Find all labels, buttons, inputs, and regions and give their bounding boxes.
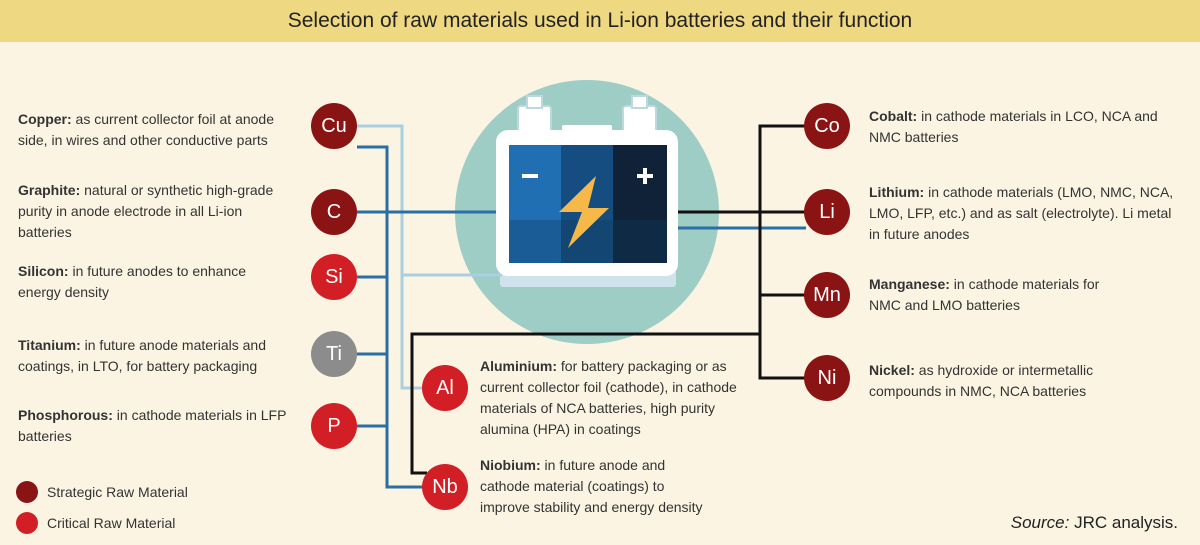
- source-note: Source: JRC analysis.: [1010, 513, 1178, 532]
- lithium-badge: Li: [804, 189, 850, 235]
- phosphorous-description: Phosphorous: in cathode materials in LFP…: [18, 407, 287, 444]
- carbon-badge: C: [311, 189, 357, 235]
- copper-aluminium-connector: [357, 124, 502, 390]
- graphite-description: Graphite: natural or synthetic high-grad…: [18, 182, 274, 240]
- manganese-description: Manganese: in cathode materials for NMC …: [869, 276, 1100, 313]
- aluminium-description: Aluminium: for battery packaging or as c…: [480, 358, 737, 437]
- minus-icon: [522, 174, 538, 178]
- cathode-connector-lines: [410, 124, 806, 475]
- phosphorus-badge: P: [311, 403, 357, 449]
- legend-critical-swatch: [16, 512, 38, 534]
- nickel-description: Nickel: as hydroxide or intermetallic co…: [869, 362, 1094, 399]
- aluminium-badge: Al: [422, 365, 468, 411]
- silicon-description: Silicon: in future anodes to enhance ene…: [18, 263, 247, 300]
- anode-connector-lines: [357, 145, 806, 489]
- legend-strategic-label: Strategic Raw Material: [47, 484, 188, 500]
- lightning-bolt-icon: [559, 176, 609, 248]
- legend-critical-label: Critical Raw Material: [47, 515, 176, 531]
- cobalt-description: Cobalt: in cathode materials in LCO, NCA…: [869, 108, 1158, 145]
- nickel-badge: Ni: [804, 355, 850, 401]
- silicon-badge: Si: [311, 254, 357, 300]
- copper-description: Copper: as current collector foil at ano…: [18, 111, 275, 148]
- niobium-description: Niobium: in future anode and cathode mat…: [480, 457, 703, 515]
- manganese-badge: Mn: [804, 272, 850, 318]
- niobium-badge: Nb: [422, 464, 468, 510]
- titanium-description: Titanium: in future anode materials and …: [18, 337, 266, 374]
- titanium-badge: Ti: [311, 331, 357, 377]
- title-bar: [0, 0, 1200, 42]
- plus-icon: [637, 168, 653, 184]
- cobalt-badge: Co: [804, 103, 850, 149]
- legend-strategic-swatch: [16, 481, 38, 503]
- diagram-title: Selection of raw materials used in Li-io…: [287, 9, 913, 32]
- copper-badge: Cu: [311, 103, 357, 149]
- lithium-description: Lithium: in cathode materials (LMO, NMC,…: [869, 184, 1174, 242]
